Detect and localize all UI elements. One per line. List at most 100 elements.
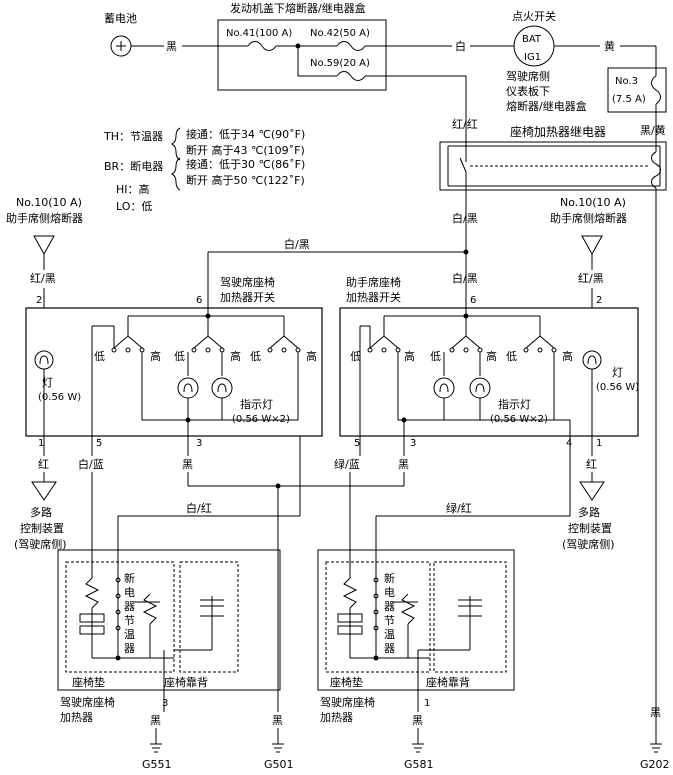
fuse-3-symbol (651, 75, 661, 105)
fuse-59-label: No.59(20 A) (310, 58, 370, 69)
driver-heater-box (57, 549, 281, 691)
legend-th: TH：节温器 (103, 130, 163, 143)
driver-heater-label-2: 加热器 (60, 711, 93, 724)
mux-right-3: (驾驶席侧) (562, 537, 615, 551)
wire-black-passenger: 黑 (398, 458, 409, 471)
wire-red-black-right: 红/黑 (578, 272, 604, 285)
fuse-59-symbol (336, 71, 366, 81)
driver-high-3: 高 (306, 349, 317, 363)
passenger-heater-label-1: 驾驶席座椅 (320, 695, 375, 709)
wire-white-blue: 白/蓝 (78, 457, 104, 471)
wire-green-red: 绿/红 (446, 501, 472, 515)
ignition-switch-label: 点火开关 (512, 9, 556, 23)
driver-pin-5: 5 (96, 438, 102, 449)
driver-low-2: 低 (174, 350, 185, 363)
legend-hi: HI：高 (116, 182, 150, 196)
driver-low-1: 低 (94, 350, 105, 363)
wire-white-black-3: 白/黑 (452, 271, 478, 285)
passenger-heater-box (317, 549, 515, 691)
passenger-indicator-label: 指示灯 (498, 397, 531, 411)
passenger-pin-4: 4 (566, 438, 572, 449)
fuse-10-left-label: No.10(10 A) (16, 196, 82, 209)
wire-black-g202: 黑 (650, 706, 661, 719)
passenger-back-label: 座椅靠背 (426, 675, 470, 689)
wire-black-g551: 黑 (150, 714, 161, 727)
fuse-10-left: No.10(10 A) 助手席侧熔断器 红/黑 (6, 196, 83, 348)
driver-pin-1: 1 (38, 438, 44, 449)
driver-new-th-2: 电 (124, 586, 135, 599)
ground-g202: G202 (640, 743, 670, 771)
fuse-10-left-desc: 助手席侧熔断器 (6, 211, 83, 225)
wire-black-g581: 黑 (412, 714, 423, 727)
passenger-high-1: 高 (404, 349, 415, 363)
wire-red-black-left: 红/黑 (30, 272, 56, 285)
legend-th-off: 断开 高于43 ℃(109˚F) (186, 143, 305, 157)
fuse-42-label: No.42(50 A) (310, 28, 370, 39)
underhood-box-label: 发动机盖下熔断器/继电器盒 (230, 1, 366, 15)
underhood-fuse-box: 发动机盖下熔断器/继电器盒 No.41(100 A) No.42(50 A) N… (217, 1, 467, 152)
legend-br-on: 接通：低于30 ℃(86˚F) (186, 158, 305, 171)
driver-indicator-label: 指示灯 (240, 397, 273, 411)
driver-new-th-5: 温 (124, 628, 135, 641)
driver-back-element (200, 596, 224, 617)
ground-g202-label: G202 (640, 758, 670, 771)
driver-low-3: 低 (250, 350, 261, 363)
driver-pin-2: 2 (36, 295, 42, 306)
passenger-new-th-5: 温 (384, 628, 395, 641)
ground-g501-label: G501 (264, 758, 294, 771)
driver-high-1: 高 (150, 349, 161, 363)
fuse-3-rating: (7.5 A) (612, 94, 646, 105)
mux-right-2: 控制装置 (568, 521, 612, 535)
ground-g551: G551 (142, 743, 172, 771)
fuse-41-symbol (247, 41, 277, 51)
dash-box-label-1: 驾驶席侧 (506, 69, 550, 83)
battery-section: 蓄电池 黑 (104, 12, 218, 57)
driver-seat-heater-switch: 驾驶席座椅 加热器开关 2 6 灯 (0.56 W) 低 高 低 高 低 高 (25, 275, 323, 449)
driver-pin-3: 3 (196, 438, 202, 449)
wire-white-black-2: 白/黑 (284, 237, 310, 251)
passenger-low-3: 低 (506, 350, 517, 363)
driver-switch-box (25, 307, 323, 437)
passenger-pin-1: 1 (596, 438, 602, 449)
legend-th-on: 接通：低于34 ℃(90˚F) (186, 128, 305, 141)
mux-left-3: (驾驶席侧) (14, 537, 67, 551)
fuse-41-label: No.41(100 A) (226, 28, 292, 39)
driver-new-th-1: 新 (124, 571, 135, 585)
fuse-3: No.3 (7.5 A) (607, 67, 667, 152)
fuse-10-right-desc: 助手席侧熔断器 (550, 211, 627, 225)
driver-high-2: 高 (230, 349, 241, 363)
driver-cushion-element (84, 577, 100, 609)
passenger-switch-label-1: 助手席座椅 (346, 275, 401, 289)
passenger-cushion-label: 座椅垫 (330, 675, 363, 689)
relay-label: 座椅加热器继电器 (510, 124, 606, 139)
wire-red-left: 红 (38, 458, 49, 471)
driver-switch-label-1: 驾驶席座椅 (220, 275, 275, 289)
legend-br-off: 断开 高于50 ℃(122˚F) (186, 173, 305, 187)
fuse-42-symbol (336, 41, 366, 51)
driver-new-th-3: 器 (124, 600, 135, 613)
passenger-low-1: 低 (350, 350, 361, 363)
passenger-cushion-element (342, 577, 358, 609)
driver-heater-label-1: 驾驶席座椅 (60, 695, 115, 709)
passenger-heater-pin-1: 1 (424, 698, 430, 709)
wire-white-black-1: 白/黑 (452, 211, 478, 225)
passenger-new-th-4: 节 (384, 614, 395, 627)
driver-back-label: 座椅靠背 (164, 675, 208, 689)
relay-coil (651, 151, 661, 189)
wire-red-red: 红/红 (452, 118, 478, 131)
ground-g501: G501 (264, 743, 294, 771)
passenger-high-2: 高 (486, 349, 497, 363)
wire-yellow: 黄 (604, 39, 615, 53)
driver-pin-6: 6 (196, 295, 202, 306)
wire-green-blue: 绿/蓝 (334, 457, 360, 471)
wire-black-battery: 黑 (166, 40, 177, 53)
passenger-new-th-6: 器 (384, 642, 395, 655)
driver-seat-heater: 新 电 器 节 温 器 座椅垫 座椅靠背 驾驶席座椅 加热器 3 黑 (57, 549, 281, 744)
passenger-low-2: 低 (430, 350, 441, 363)
fuse-10-right-triangle (581, 235, 603, 256)
passenger-heater-label-2: 加热器 (320, 711, 353, 724)
driver-new-th-4: 节 (124, 614, 135, 627)
ignition-ig1: IG1 (524, 52, 541, 63)
ground-g581: G581 (404, 743, 434, 771)
